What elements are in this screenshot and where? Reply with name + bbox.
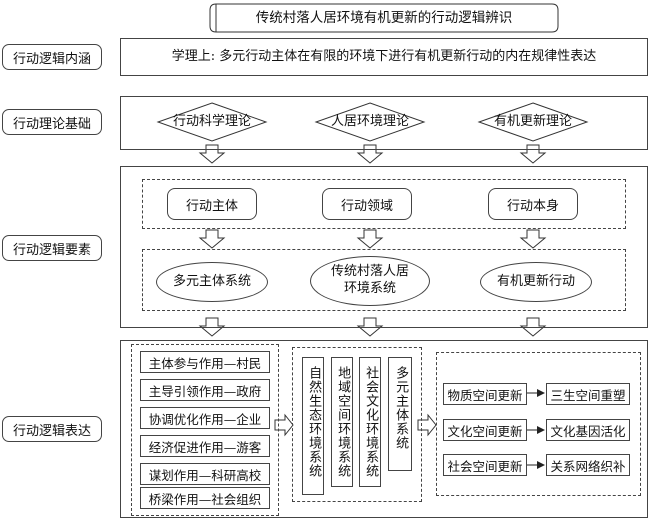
theory-item: 有机更新理论 <box>493 113 572 129</box>
system-item: 多元主体系统 <box>388 357 412 471</box>
actor-item: 桥梁作用—社会组织 <box>140 487 270 509</box>
update-source: 物质空间更新 <box>443 383 527 405</box>
elements-panel <box>120 166 648 328</box>
systems-group <box>292 347 422 502</box>
theory-diamond <box>477 102 589 142</box>
theory-item: 人居环境理论 <box>330 113 409 129</box>
actor-item: 协调优化作用—企业 <box>140 407 270 429</box>
update-result: 三生空间重塑 <box>546 383 630 405</box>
updates-group <box>436 352 641 496</box>
row-label-expression: 行动逻辑表达 <box>2 416 102 442</box>
update-result: 关系网络织补 <box>546 454 630 476</box>
connotation-panel <box>120 38 648 76</box>
update-result: 文化基因活化 <box>546 419 630 441</box>
theory-diamond <box>156 102 268 142</box>
element-system: 有机更新行动 <box>480 262 592 302</box>
elements-bottom-group <box>142 249 626 311</box>
system-item: 自然生态环境系统 <box>302 357 324 495</box>
update-source: 社会空间更新 <box>443 454 527 476</box>
element-system: 多元主体系统 <box>156 262 268 302</box>
theory-diamond <box>314 102 426 142</box>
elements-top-group <box>142 179 626 229</box>
actor-item: 主体参与作用—村民 <box>140 351 270 373</box>
system-item: 地域空间环境系统 <box>331 357 353 487</box>
connotation-text: 学理上: 多元行动主体在有限的环境下进行有机更新行动的内在规律性表达 <box>171 48 597 64</box>
actor-item: 经济促进作用—游客 <box>140 435 270 457</box>
row-label-connotation: 行动逻辑内涵 <box>2 44 102 70</box>
element-system: 传统村落人居环境系统 <box>310 256 430 306</box>
title-frame <box>209 3 559 33</box>
expression-panel <box>120 340 648 518</box>
actors-group <box>131 344 279 516</box>
element-actor: 行动主体 <box>167 188 257 220</box>
theory-panel <box>120 96 648 150</box>
row-label-elements: 行动逻辑要素 <box>2 235 102 261</box>
system-item: 社会文化环境系统 <box>359 357 381 487</box>
actor-item: 谋划作用—科研高校 <box>140 463 270 485</box>
update-source: 文化空间更新 <box>443 419 527 441</box>
diagram-title: 传统村落人居环境有机更新的行动逻辑辨识 <box>255 9 513 26</box>
row-label-theory: 行动理论基础 <box>2 109 102 135</box>
element-action: 行动本身 <box>488 188 578 220</box>
theory-item: 行动科学理论 <box>172 113 251 129</box>
actor-item: 主导引领作用—政府 <box>140 379 270 401</box>
element-domain: 行动领域 <box>322 188 412 220</box>
